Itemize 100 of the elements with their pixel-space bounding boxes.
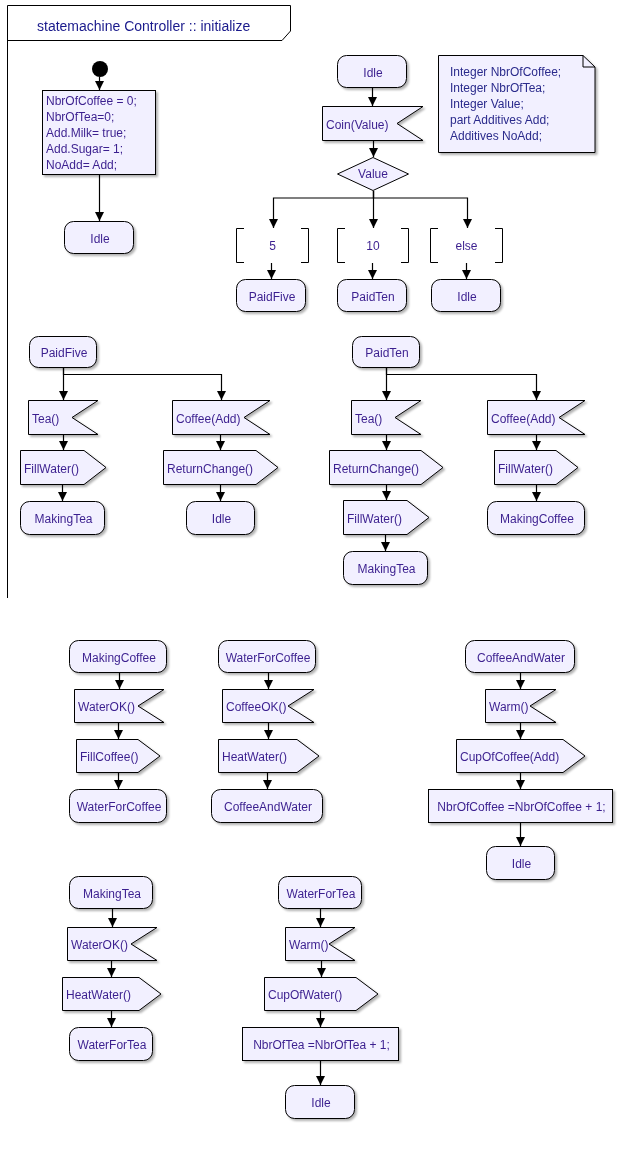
signal-name: Warm() bbox=[489, 699, 529, 715]
arrow bbox=[216, 483, 225, 502]
arrow bbox=[382, 433, 391, 451]
input-signal-box bbox=[285, 927, 357, 963]
task-code: NbrOfTea =NbrOfTea + 1; bbox=[253, 1037, 390, 1053]
state-box bbox=[69, 876, 155, 911]
arrow bbox=[381, 533, 390, 552]
arrow bbox=[95, 173, 104, 222]
guard-brackets bbox=[337, 228, 409, 263]
state-name: PaidTen bbox=[365, 345, 409, 361]
state-name: WaterForTea bbox=[286, 885, 356, 902]
output-signal-box bbox=[218, 739, 321, 775]
output-signal-box bbox=[20, 450, 108, 487]
state-name: Idle bbox=[311, 1095, 331, 1111]
arrow bbox=[107, 959, 116, 978]
input-signal-box bbox=[28, 400, 100, 437]
task-box bbox=[42, 90, 158, 177]
arrow bbox=[114, 771, 123, 790]
decision-label: Value bbox=[358, 166, 388, 182]
state-name: PaidFive bbox=[248, 288, 296, 305]
state-box bbox=[211, 789, 325, 825]
arrow bbox=[59, 433, 68, 451]
state-box bbox=[278, 876, 364, 911]
signal-name: Warm() bbox=[289, 937, 329, 953]
state-box bbox=[352, 336, 422, 370]
task-code: NoAdd= Add; bbox=[46, 157, 118, 173]
guard-value: else bbox=[455, 237, 478, 254]
task-box bbox=[428, 789, 615, 825]
state-box bbox=[186, 501, 257, 537]
arrow bbox=[316, 1059, 325, 1086]
arrow bbox=[263, 771, 272, 790]
state-box bbox=[465, 640, 577, 675]
state-box bbox=[69, 640, 169, 675]
state-box bbox=[20, 501, 107, 537]
signal-name: FillWater() bbox=[24, 460, 79, 477]
state-box bbox=[236, 279, 308, 314]
state-name: Idle bbox=[90, 230, 110, 247]
note-text: Integer NbrOfTea; bbox=[450, 80, 546, 96]
arrow bbox=[216, 433, 225, 451]
state-name: CoffeeAndWater bbox=[476, 649, 566, 666]
output-signal-box bbox=[62, 977, 163, 1013]
signal-name: HeatWater() bbox=[66, 987, 131, 1003]
arrow bbox=[316, 1009, 325, 1028]
input-signal-box bbox=[222, 689, 316, 725]
output-signal-box bbox=[456, 739, 587, 775]
state-name: Idle bbox=[363, 64, 383, 81]
signal-name: CupOfCoffee(Add) bbox=[460, 749, 560, 765]
task-code: NbrOfTea=0; bbox=[46, 109, 115, 125]
arrow bbox=[108, 907, 117, 928]
state-box bbox=[69, 1027, 155, 1063]
frame-title: statemachine Controller :: initialize bbox=[37, 19, 251, 33]
input-signal-box bbox=[74, 689, 166, 725]
arrow bbox=[62, 366, 226, 401]
note-text: Integer Value; bbox=[450, 96, 524, 112]
arrow bbox=[115, 671, 124, 690]
arrow bbox=[382, 483, 391, 501]
arrow bbox=[316, 907, 325, 928]
arrow bbox=[107, 1009, 116, 1028]
state-box bbox=[285, 1085, 357, 1121]
state-name: MakingTea bbox=[83, 885, 141, 902]
signal-name: Coffee(Add) bbox=[491, 410, 556, 427]
signal-name: Coin(Value) bbox=[326, 116, 389, 133]
state-box bbox=[486, 846, 557, 882]
state-box bbox=[337, 279, 409, 314]
task-code: Add.Sugar= 1; bbox=[46, 141, 124, 157]
state-name: Idle bbox=[211, 511, 232, 527]
arrow bbox=[516, 671, 525, 690]
signal-name: CoffeeOK() bbox=[226, 699, 287, 715]
state-name: MakingCoffee bbox=[82, 649, 156, 666]
arrow bbox=[58, 483, 67, 502]
state-box bbox=[431, 279, 503, 314]
state-box bbox=[29, 336, 99, 370]
guard-brackets bbox=[430, 228, 503, 263]
decision-diamond bbox=[337, 157, 409, 191]
guard-value: 5 bbox=[269, 237, 276, 254]
signal-name: WaterOK() bbox=[71, 937, 128, 953]
note-text: part Additives Add; bbox=[450, 112, 550, 128]
output-signal-box bbox=[343, 500, 431, 537]
note-box bbox=[438, 55, 597, 155]
output-signal-box bbox=[163, 450, 280, 487]
state-box bbox=[337, 55, 409, 90]
arrow bbox=[95, 76, 104, 91]
input-signal-box bbox=[485, 689, 558, 725]
input-signal-box bbox=[351, 400, 423, 437]
arrow bbox=[385, 366, 541, 401]
arrow bbox=[516, 771, 525, 790]
state-name: Idle bbox=[457, 288, 477, 305]
output-signal-box bbox=[329, 450, 445, 487]
state-name: MakingTea bbox=[357, 561, 416, 577]
arrow bbox=[372, 190, 472, 229]
input-signal-box bbox=[172, 400, 272, 437]
task-code: Add.Milk= true; bbox=[46, 125, 127, 141]
output-signal-box bbox=[264, 977, 380, 1013]
output-signal-box bbox=[494, 450, 580, 487]
signal-name: Tea() bbox=[355, 410, 383, 427]
output-signal-box bbox=[76, 739, 162, 775]
arrow bbox=[516, 721, 525, 740]
arrow bbox=[368, 262, 377, 280]
state-name: PaidFive bbox=[40, 345, 88, 361]
guard-value: 10 bbox=[366, 237, 380, 254]
